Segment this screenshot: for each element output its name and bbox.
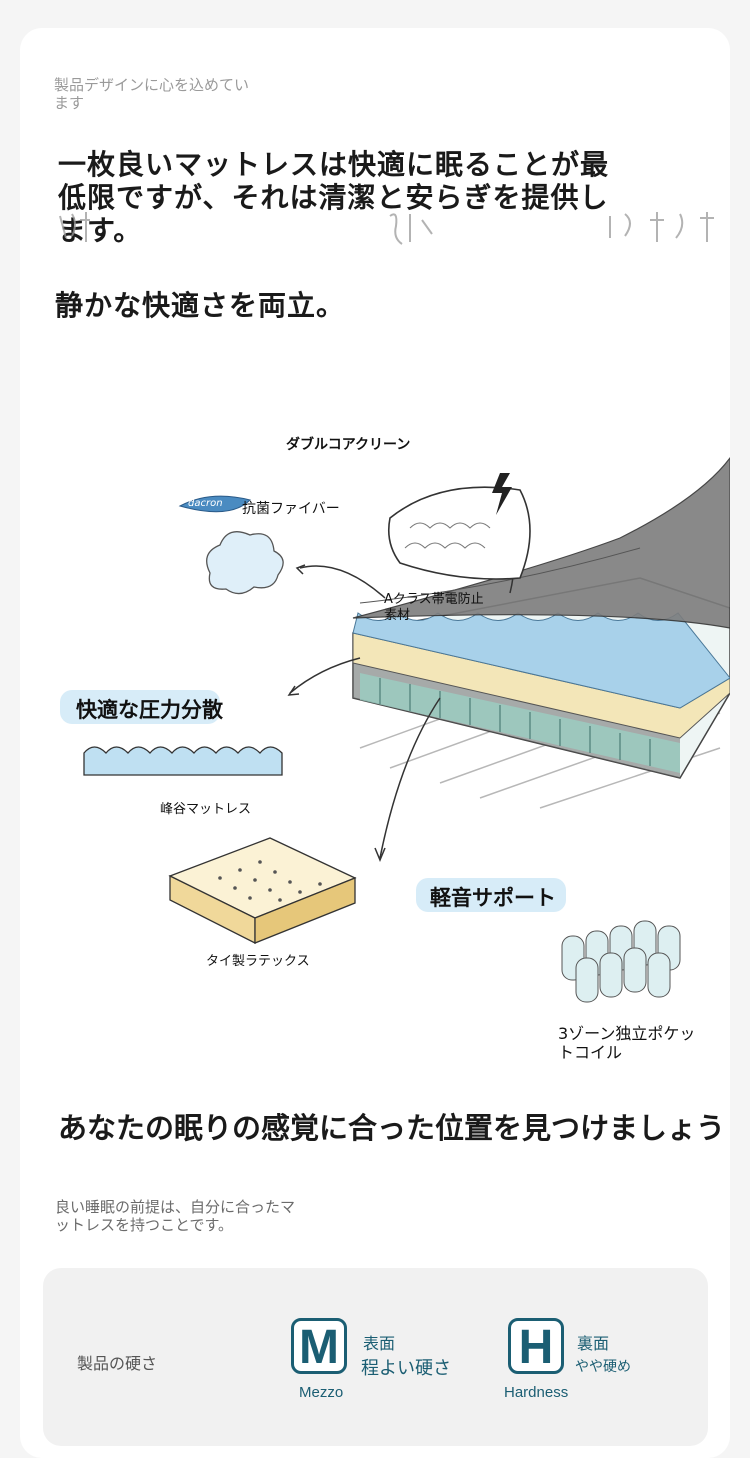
label-peak-mattress: 峰谷マットレス [160, 802, 252, 817]
handwriting-scribble [59, 212, 714, 245]
label-antistatic-line2: 素材 [384, 608, 411, 623]
label-antistatic-line1: Aクラス帯電防止 [384, 592, 484, 607]
back-firmness: やや硬め [575, 1359, 631, 1375]
peak-mattress-icon [83, 746, 283, 776]
label-pressure-distribution: 快適な圧力分散 [76, 698, 223, 722]
hardness-badge-icon: H [508, 1318, 564, 1374]
hardness-label: 製品の硬さ [77, 1354, 158, 1373]
intro-kicker: 製品デザインに心を込めています [54, 76, 250, 112]
hardness-panel: 製品の硬さ M Mezzo 表面 程よい硬さ H Hardness 裏面 やや硬… [43, 1268, 708, 1446]
pocket-coil-icon [561, 920, 681, 1003]
label-coil-line1: 3ゾーン独立ポケッ [558, 1024, 696, 1043]
mattress-illustration [83, 457, 730, 1003]
intro-subheadline: 静かな快適さを両立。 [55, 289, 346, 322]
label-light-support: 軽音サポート [430, 886, 556, 910]
mezzo-badge-icon: M [291, 1318, 347, 1374]
pillow-top-icon [387, 473, 531, 580]
product-card: 製品デザインに心を込めています 一枚良いマットレスは快適に眠ることが最低限ですが… [20, 28, 730, 1458]
dacron-logo: dacron [188, 498, 223, 509]
surface-side-label: 表面 [363, 1334, 396, 1353]
mattress-diagram: ダブルコアクリーン dacron 抗菌ファイバー Aクラス帯電防止 素材 快適な… [20, 378, 730, 1078]
mezzo-caption: Mezzo [299, 1384, 344, 1401]
hardness-caption: Hardness [504, 1384, 569, 1401]
cloud-fiber-icon [178, 495, 284, 595]
label-double-core-clean: ダブルコアクリーン [286, 437, 411, 453]
back-side-label: 裏面 [577, 1334, 610, 1353]
intro-headline: 一枚良いマットレスは快適に眠ることが最低限ですが、それは清潔と安らぎを提供します… [58, 148, 610, 247]
label-thai-latex: タイ製ラテックス [206, 954, 310, 969]
label-coil-line2: トコイル [558, 1043, 623, 1062]
latex-block-icon [168, 837, 357, 945]
surface-firmness: 程よい硬さ [361, 1358, 451, 1379]
section-body: 良い睡眠の前提は、自分に合ったマットレスを持つことです。 [55, 1198, 296, 1234]
section-title: あなたの眠りの感覚に合った位置を見つけましょう [58, 1111, 726, 1145]
label-antibacterial-fiber: 抗菌ファイバー [242, 501, 340, 517]
